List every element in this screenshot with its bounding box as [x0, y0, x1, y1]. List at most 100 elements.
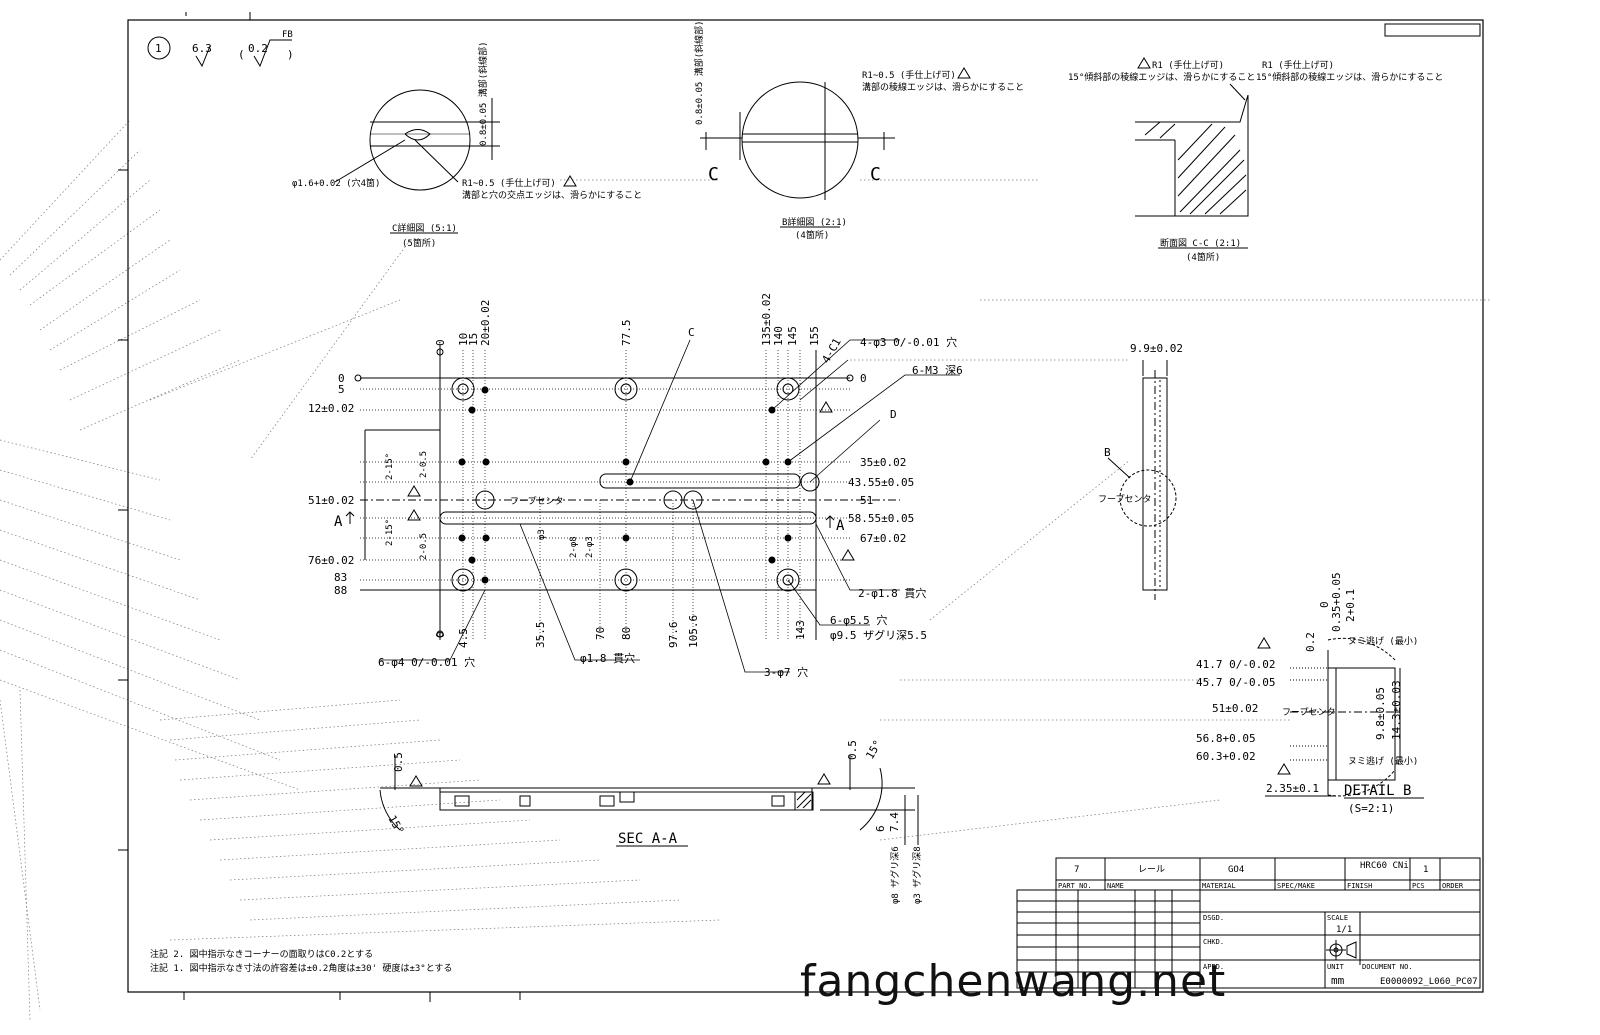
detail-b-large-title: DETAIL B: [1344, 783, 1411, 799]
part-no-value: 7: [1074, 865, 1079, 875]
dim-text: 51±0.02: [308, 494, 354, 507]
inner-label-2phi8: 2-φ8: [569, 536, 579, 558]
section-aa-dim: 15°: [385, 813, 406, 837]
section-aa-dim: 0.5: [392, 752, 405, 772]
detail-b-subtitle: (4箇所): [795, 229, 829, 241]
section-aa-depth: φ8 ザグリ深6: [889, 846, 901, 904]
paren-open: (: [238, 48, 245, 61]
note-circle-number: 1: [155, 42, 162, 55]
detail-b-dim: 51±0.02: [1212, 702, 1258, 715]
dim-text: 20±0.02: [479, 300, 492, 346]
detail-b-top-dim: 2+0.1: [1344, 589, 1357, 622]
origin-marker: [436, 630, 444, 638]
header-name: NAME: [1107, 882, 1124, 890]
margin-leader-lines: [0, 119, 1490, 1021]
part-name-value: レール: [1138, 865, 1165, 875]
warning-triangle-icon: [1257, 637, 1271, 649]
callout-2-phi18: 2-φ1.8 貫穴: [858, 586, 926, 600]
label-unit: UNIT: [1327, 963, 1345, 971]
detail-b-dim: 56.8+0.05: [1196, 732, 1256, 745]
finish-value: HRC60 CNi: [1360, 861, 1409, 871]
plan-left-dims: 0 5 12±0.02 51±0.02 76±0.02 83 88: [308, 372, 354, 597]
unit-value: mm: [1331, 974, 1345, 987]
document-no-value: E0000092_L060_PC07: [1380, 977, 1478, 987]
warning-triangle-icon: [819, 401, 833, 413]
plan-top-dims: 0 10 15 20±0.02 77.5 135±0.02 140 145 15…: [434, 293, 821, 346]
detail-b-bottom-dim: 2.35±0.1: [1266, 782, 1319, 795]
dim-text: 35.5: [534, 622, 547, 649]
detail-b-dim: 41.7 0/-0.02: [1196, 658, 1275, 671]
sheet-border: [127, 19, 1484, 993]
detail-c-title: C詳細図 (5:1): [392, 222, 457, 234]
callout-phi18-thru: φ1.8 貫穴: [580, 651, 635, 665]
section-arrow-a-right: A: [836, 518, 845, 534]
label-document-no: DOCUMENT NO.: [1362, 963, 1413, 971]
side-view-thickness: 9.9±0.02: [1130, 342, 1183, 355]
arrow-up-icon: [345, 511, 355, 524]
callout-4-c1: 4-C1: [819, 336, 844, 365]
pcs-value: 1: [1423, 865, 1428, 875]
callout-d: D: [890, 408, 897, 421]
detail-c-radius-sub: 溝部と穴の交点エッジは、滑らかにすること: [462, 189, 642, 201]
detail-b-top-dim: 0: [1318, 601, 1331, 608]
detail-b-note: ヌミ逃げ (最小): [1348, 635, 1418, 647]
warning-triangle-icon: [957, 67, 971, 79]
label-dsgd: DSGD.: [1203, 914, 1224, 922]
section-cc-subtitle: (4箇所): [1186, 251, 1220, 263]
header-part-no: PART NO.: [1058, 882, 1092, 890]
general-note-1: 注記 1. 図中指示なき寸法の許容差は±0.2角度は±30' 硬度は±3°とする: [150, 962, 452, 974]
header-finish: FINISH: [1347, 882, 1372, 890]
dim-text: 76±0.02: [308, 554, 354, 567]
dim-text: 10: [457, 333, 470, 346]
frame-ticks: [118, 12, 521, 1002]
note-circle: [147, 36, 171, 60]
detail-b-top-dim: 0.2: [1304, 632, 1317, 652]
callout-3-phi7: 3-φ7 穴: [764, 665, 808, 679]
general-note-2: 注記 2. 図中指示なきコーナーの面取りはC0.2とする: [150, 948, 373, 960]
section-aa-depth: 6: [874, 825, 887, 832]
detail-c-subtitle: (5箇所): [402, 237, 436, 249]
detail-c-view: [334, 89, 500, 191]
callout-c: C: [688, 326, 695, 339]
detail-b-small-view: [700, 81, 895, 200]
dim-text: 0: [434, 339, 447, 346]
dim-text: 155: [808, 326, 821, 346]
title-block: [1016, 857, 1481, 989]
dim-text: 51: [860, 494, 873, 507]
section-aa-depth: 7.4: [888, 812, 901, 832]
dim-text: 12±0.02: [308, 402, 354, 415]
header-material: MATERIAL: [1202, 882, 1236, 890]
section-arrow-a-left: A: [334, 514, 343, 530]
origin-marker: [354, 374, 362, 382]
header-order: ORDER: [1442, 882, 1464, 890]
angle-label: 2-15°: [385, 519, 395, 546]
watermark: fangchenwang.net: [800, 956, 1227, 1007]
plan-callouts: [380, 339, 960, 673]
section-aa-dim: 15°: [863, 738, 884, 762]
inner-label-phi3: φ3: [537, 529, 547, 540]
warning-triangle-icon: [1137, 57, 1151, 69]
dim-text: 83: [334, 571, 347, 584]
plan-right-dims: 0 35±0.02 43.55±0.05 51 58.55±0.05 67±0.…: [848, 372, 914, 545]
arrow-up-icon: [825, 515, 835, 528]
dim-text: 143: [794, 620, 807, 640]
section-cc-note-left: R1 (手仕上げ可): [1152, 59, 1224, 71]
dim-text: 135±0.02: [760, 293, 773, 346]
detail-b-vertical-dim: 9.8±0.05: [1374, 687, 1387, 740]
dim-text: 77.5: [620, 320, 633, 347]
dim-text: 58.55±0.05: [848, 512, 914, 525]
top-right-tag: [1384, 23, 1481, 37]
detail-b-top-dim: 0.35+0.05: [1330, 572, 1343, 632]
detail-b-dim: 45.7 0/-0.05: [1196, 676, 1275, 689]
section-aa-title: SEC A-A: [618, 831, 678, 847]
detail-b-note: R1~0.5 (手仕上げ可): [862, 69, 956, 81]
dim-text: 0: [860, 372, 867, 385]
surface-finish-alt: 0.2: [248, 42, 268, 55]
origin-marker: [436, 348, 444, 356]
detail-b-depth: 0.8±0.05 溝部(斜線部): [693, 20, 705, 125]
warning-triangle-icon: [817, 773, 831, 785]
plan-bottom-dims: 0 4.5 35.5 70 80 97.6 105.6 143: [434, 615, 807, 648]
detail-b-large-scale: (S=2:1): [1348, 802, 1394, 815]
angle-label: 2-0.5: [419, 533, 429, 560]
section-mark-c-right: C: [870, 164, 881, 185]
